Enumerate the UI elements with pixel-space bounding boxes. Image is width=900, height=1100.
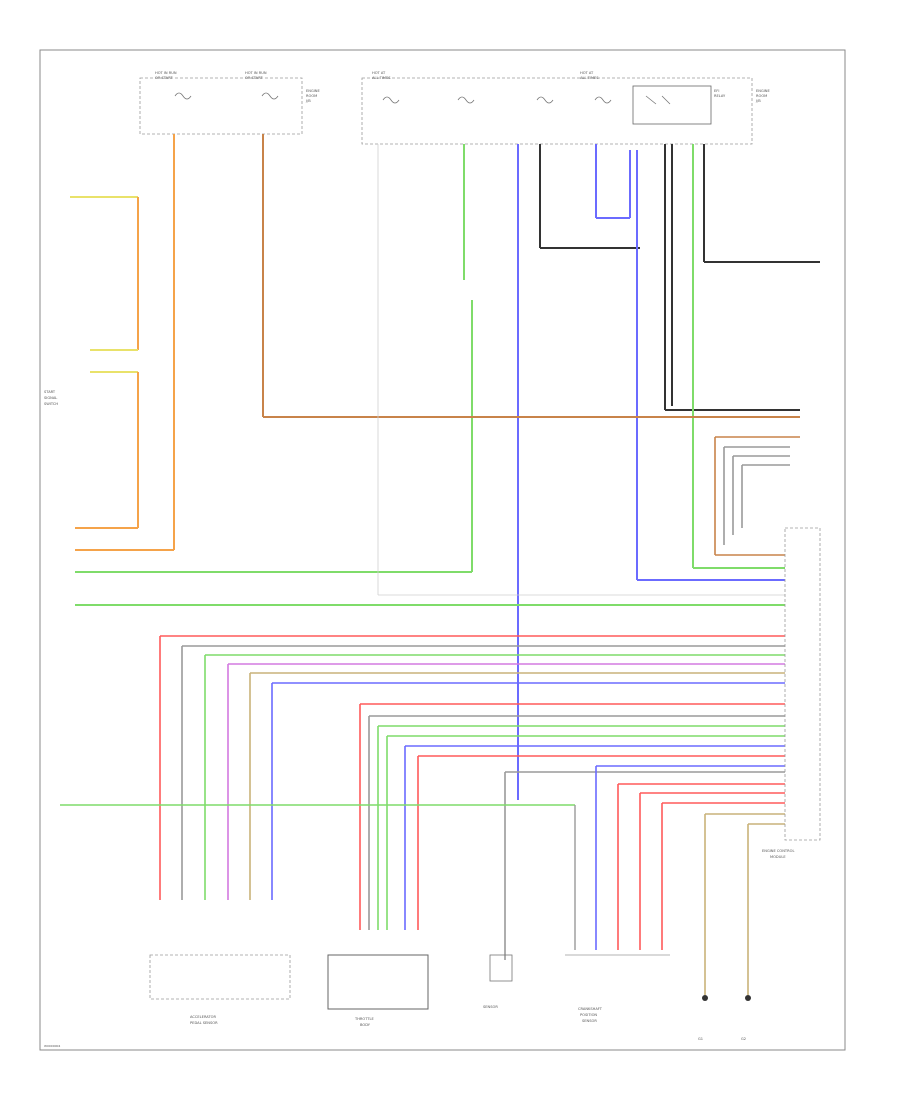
fuse-box-label-3: J/B (305, 99, 311, 103)
bottom-label-4: BODY (360, 1023, 371, 1027)
wires-vertical-top (173, 134, 820, 800)
hot-label-right-2: ALL TIMES (372, 76, 391, 80)
accelerator-sensor-box (149, 954, 291, 1000)
page-code: W0000004 (44, 1044, 60, 1048)
side-label-2: SIGNAL (44, 396, 57, 400)
side-label-1: START (44, 390, 56, 394)
ground-2-icon (745, 995, 751, 1001)
bottom-label-3: THROTTLE (354, 1017, 375, 1021)
ground-label-1: G1 (698, 1037, 703, 1041)
bottom-label-2: PEDAL SENSOR (190, 1021, 218, 1025)
sensor-small-box (489, 954, 513, 982)
bottom-label-7: POSITION (580, 1013, 597, 1017)
ground-label-2: G2 (741, 1037, 746, 1041)
fuse-box-label-1: ENGINE (306, 89, 320, 93)
ecm-box (784, 527, 821, 841)
wires-ecm-rows (159, 635, 785, 995)
throttle-body-box (327, 954, 429, 1010)
relay-label-2: RELAY (714, 94, 726, 98)
hot-label-left-4: OR START (245, 76, 263, 80)
fuse-box-label-2: ROOM (306, 94, 317, 98)
fuse-box-left (139, 77, 303, 135)
fuse-symbols (174, 92, 671, 105)
hot-label-left-3: HOT IN RUN (245, 71, 267, 75)
hot-label-right-4: ALL TIMES (580, 76, 599, 80)
bottom-label-8: SENSOR (582, 1019, 597, 1023)
relay-label-1: EFI (714, 89, 719, 93)
fuse-box-label-6: J/B (755, 99, 761, 103)
ecm-label-2: MODULE (770, 855, 786, 859)
side-label-3: SWITCH (44, 402, 58, 406)
fuse-box-right (361, 77, 753, 145)
bottom-label-6: CRANKSHAFT (578, 1007, 603, 1011)
bottom-label-5: SENSOR (483, 1005, 498, 1009)
fuse-box-label-5: ROOM (756, 94, 767, 98)
ecm-label-1: ENGINE CONTROL (762, 849, 794, 853)
hot-label-right-3: HOT AT (580, 71, 594, 75)
bottom-label-1: ACCELERATOR (190, 1015, 217, 1019)
diagram-frame (39, 49, 846, 1051)
fuse-box-label-4: ENGINE (756, 89, 770, 93)
hot-label-left-2: OR START (155, 76, 173, 80)
ground-1-icon (702, 995, 708, 1001)
wires-right-group (377, 144, 800, 596)
hot-label-left-1: HOT IN RUN (155, 71, 177, 75)
relay-box (632, 85, 712, 125)
hot-label-right-1: HOT AT (372, 71, 386, 75)
wires-left-group (70, 196, 785, 606)
